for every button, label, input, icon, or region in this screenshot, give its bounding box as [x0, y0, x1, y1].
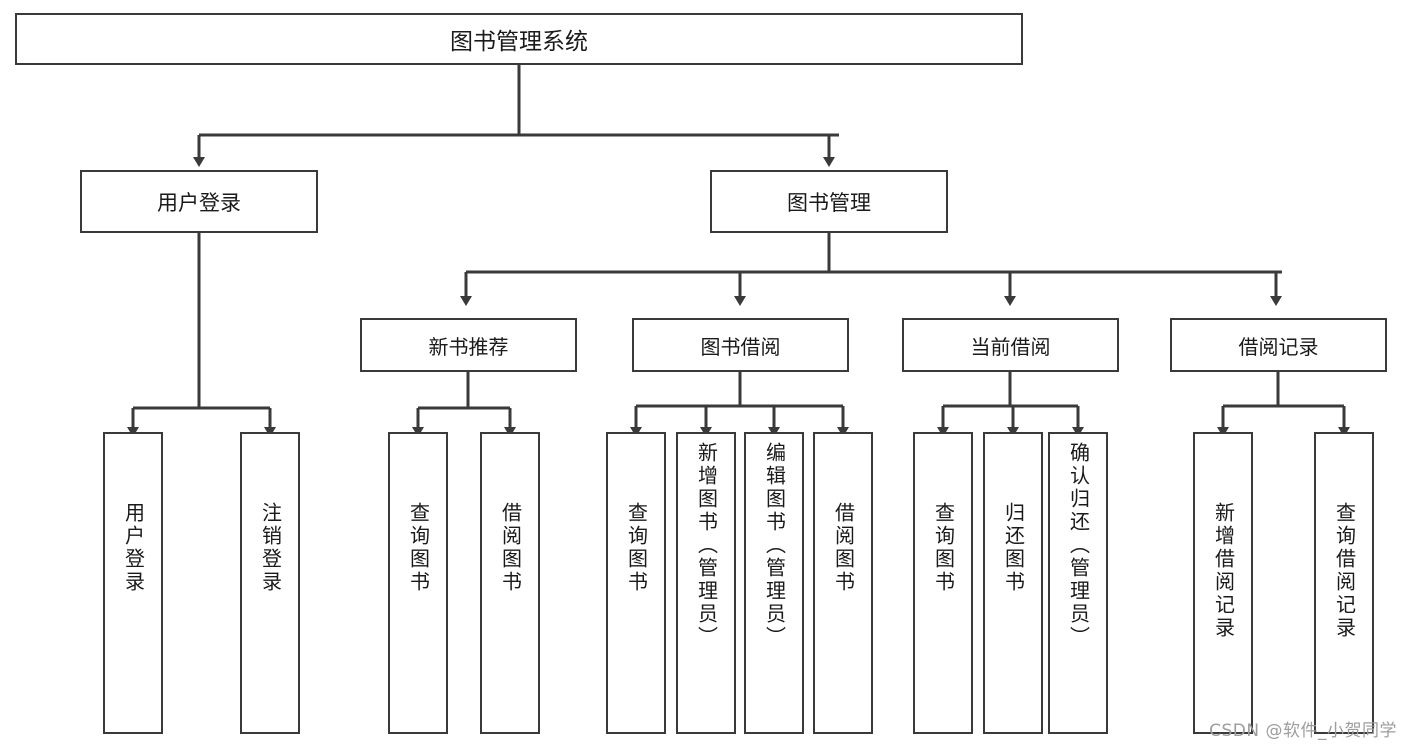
watermark: CSDN @软件_小贺同学 — [1209, 721, 1397, 741]
leaf-edit-book-admin[interactable]: 编辑图书（管理员） — [744, 432, 804, 734]
leaf-add-book-admin[interactable]: 新增图书（管理员） — [676, 432, 736, 734]
node-label: 图书管理系统 — [450, 29, 588, 55]
node-label: 新增图书（管理员） — [694, 442, 719, 649]
node-book-management[interactable]: 图书管理 — [710, 170, 948, 233]
leaf-user-login[interactable]: 用户登录 — [103, 432, 163, 734]
node-label: 查询图书 — [931, 502, 956, 594]
node-label: 查询图书 — [406, 502, 431, 594]
leaf-borrow-book-recommend[interactable]: 借阅图书 — [480, 432, 540, 734]
node-label: 借阅记录 — [1238, 334, 1319, 359]
node-label: 用户登录 — [157, 190, 241, 215]
leaf-query-borrow-record[interactable]: 查询借阅记录 — [1314, 432, 1374, 734]
leaf-confirm-return-admin[interactable]: 确认归还（管理员） — [1048, 432, 1108, 734]
leaf-query-book-current[interactable]: 查询图书 — [913, 432, 973, 734]
node-label: 编辑图书（管理员） — [762, 442, 787, 649]
node-label: 用户登录 — [121, 502, 146, 594]
node-label: 图书借阅 — [700, 334, 781, 359]
node-label: 当前借阅 — [970, 334, 1051, 359]
leaf-query-book-recommend[interactable]: 查询图书 — [388, 432, 448, 734]
node-label: 新增借阅记录 — [1211, 502, 1236, 640]
node-book-borrow[interactable]: 图书借阅 — [632, 318, 849, 372]
node-new-book-recommend[interactable]: 新书推荐 — [360, 318, 577, 372]
node-label: 注销登录 — [258, 502, 283, 594]
leaf-query-book-borrow[interactable]: 查询图书 — [606, 432, 666, 734]
leaf-borrow-book[interactable]: 借阅图书 — [813, 432, 873, 734]
leaf-user-logout[interactable]: 注销登录 — [240, 432, 300, 734]
leaf-add-borrow-record[interactable]: 新增借阅记录 — [1193, 432, 1253, 734]
node-label: 借阅图书 — [831, 502, 856, 594]
node-user-login[interactable]: 用户登录 — [80, 170, 318, 233]
node-borrow-records[interactable]: 借阅记录 — [1170, 318, 1387, 372]
leaf-return-book[interactable]: 归还图书 — [983, 432, 1043, 734]
node-label: 归还图书 — [1001, 502, 1026, 594]
node-root-system[interactable]: 图书管理系统 — [15, 13, 1023, 65]
node-current-borrow[interactable]: 当前借阅 — [902, 318, 1119, 372]
node-label: 查询借阅记录 — [1332, 502, 1357, 640]
node-label: 新书推荐 — [428, 334, 509, 359]
node-label: 借阅图书 — [498, 502, 523, 594]
node-label: 图书管理 — [787, 190, 871, 215]
node-label: 确认归还（管理员） — [1066, 442, 1091, 649]
node-label: 查询图书 — [624, 502, 649, 594]
